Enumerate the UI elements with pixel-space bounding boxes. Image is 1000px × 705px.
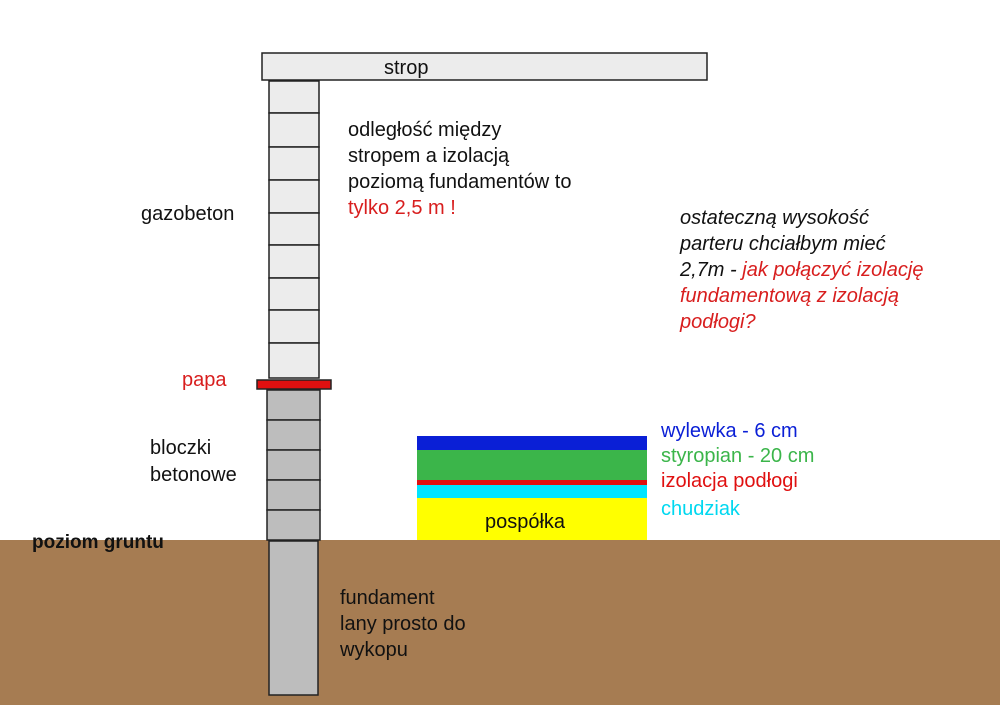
- strop-label: strop: [384, 57, 428, 79]
- concrete-block: [266, 419, 321, 451]
- papa-layer: [256, 379, 332, 390]
- fundament-label-2: lany prosto do: [340, 613, 466, 635]
- styropian-layer: [417, 450, 647, 480]
- styropian-label: styropian - 20 cm: [661, 445, 814, 467]
- concrete-block: [266, 449, 321, 481]
- note1-highlight: tylko 2,5 m !: [348, 197, 456, 219]
- concrete-block: [266, 509, 321, 541]
- aerated-concrete-block: [268, 309, 320, 344]
- ground-level-label: poziom gruntu: [32, 532, 164, 553]
- aerated-concrete-block: [268, 80, 320, 114]
- wylewka-label: wylewka - 6 cm: [660, 420, 798, 442]
- chudziak-label: chudziak: [661, 498, 741, 520]
- aerated-concrete-block: [268, 179, 320, 214]
- note1-line2: stropem a izolacją: [348, 145, 510, 167]
- concrete-blocks: [266, 389, 321, 541]
- note2-line1: ostateczną wysokość: [680, 207, 869, 229]
- pospolka-layer: [417, 498, 647, 540]
- fundament-label-3: wykopu: [339, 639, 408, 661]
- bloczki-label-2: betonowe: [150, 464, 237, 486]
- aerated-concrete-block: [268, 277, 320, 311]
- pospolka-label: pospółka: [485, 511, 566, 533]
- gazobeton-label: gazobeton: [141, 203, 234, 225]
- note2-line3: 2,7m - jak połączyć izolację: [679, 259, 923, 281]
- aerated-concrete-block: [268, 342, 320, 379]
- aerated-concrete-block: [268, 244, 320, 279]
- note2-line3-red: jak połączyć izolację: [739, 259, 923, 281]
- aerated-concrete-block: [268, 146, 320, 181]
- aerated-concrete-block: [268, 212, 320, 246]
- aerated-concrete-wall: [268, 80, 320, 379]
- fundament-label-1: fundament: [340, 587, 435, 609]
- note2-line4: fundamentową z izolacją: [680, 285, 899, 307]
- note2-line5: podłogi?: [679, 311, 757, 333]
- chudziak-layer: [417, 485, 647, 498]
- note2-line2: parteru chciałbym mieć: [679, 233, 886, 255]
- floor-insulation-layer: [417, 480, 647, 485]
- bloczki-label-1: bloczki: [150, 437, 211, 459]
- note2-line3-black: 2,7m -: [679, 259, 742, 281]
- floor-insulation-label: izolacja podłogi: [661, 470, 798, 492]
- note1-line1: odległość między: [348, 119, 501, 141]
- concrete-block: [266, 479, 321, 511]
- concrete-block: [266, 389, 321, 421]
- foundation: [268, 540, 319, 696]
- ceiling-slab: [261, 52, 708, 81]
- ground: [0, 540, 1000, 705]
- wylewka-layer: [417, 436, 647, 450]
- note1-line3: poziomą fundamentów to: [348, 171, 571, 193]
- papa-label: papa: [182, 369, 227, 391]
- aerated-concrete-block: [268, 112, 320, 148]
